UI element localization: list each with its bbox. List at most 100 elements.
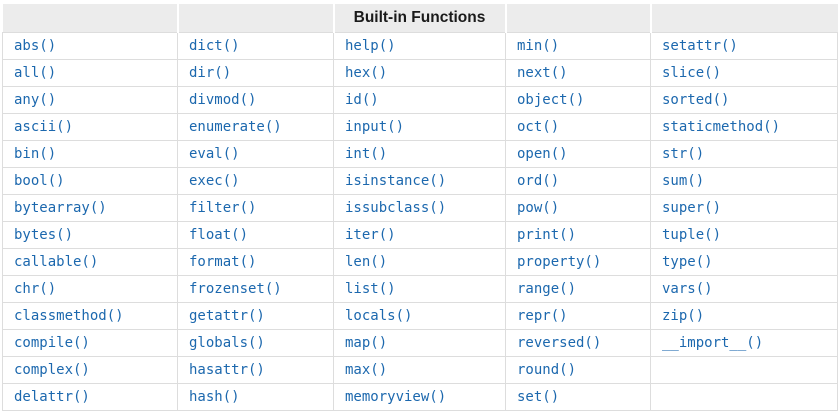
function-link[interactable]: zip(): [662, 308, 705, 324]
function-link[interactable]: hash(): [189, 389, 240, 405]
function-link[interactable]: eval(): [189, 146, 240, 162]
function-link[interactable]: id(): [345, 92, 379, 108]
function-link[interactable]: exec(): [189, 173, 240, 189]
function-link[interactable]: all(): [14, 65, 57, 81]
table-cell: max(): [333, 356, 506, 384]
function-link[interactable]: set(): [517, 389, 560, 405]
table-cell: staticmethod(): [650, 113, 838, 141]
function-link[interactable]: repr(): [517, 308, 568, 324]
table-row: bin() eval() int() open() str(): [2, 140, 838, 168]
table-row: callable() format() len() property() type(): [2, 248, 838, 276]
function-link[interactable]: dict(): [189, 38, 240, 54]
table-cell: dir(): [177, 59, 334, 87]
function-link[interactable]: sum(): [662, 173, 705, 189]
table-cell: oct(): [505, 113, 651, 141]
function-link[interactable]: reversed(): [517, 335, 602, 351]
function-link[interactable]: slice(): [662, 65, 722, 81]
function-link[interactable]: enumerate(): [189, 119, 282, 135]
function-link[interactable]: super(): [662, 200, 722, 216]
function-link[interactable]: classmethod(): [14, 308, 124, 324]
table-cell: help(): [333, 32, 506, 60]
function-link[interactable]: max(): [345, 362, 388, 378]
function-link[interactable]: __import__(): [662, 335, 764, 351]
function-link[interactable]: input(): [345, 119, 405, 135]
function-link[interactable]: open(): [517, 146, 568, 162]
table-cell: type(): [650, 248, 838, 276]
function-link[interactable]: print(): [517, 227, 577, 243]
table-cell: str(): [650, 140, 838, 168]
function-link[interactable]: type(): [662, 254, 713, 270]
function-link[interactable]: round(): [517, 362, 577, 378]
table-cell: zip(): [650, 302, 838, 330]
table-cell: globals(): [177, 329, 334, 357]
function-link[interactable]: bin(): [14, 146, 57, 162]
function-link[interactable]: filter(): [189, 200, 257, 216]
function-link[interactable]: frozenset(): [189, 281, 282, 297]
table-cell: range(): [505, 275, 651, 303]
function-link[interactable]: object(): [517, 92, 585, 108]
function-link[interactable]: ascii(): [14, 119, 74, 135]
function-link[interactable]: map(): [345, 335, 388, 351]
table-cell: round(): [505, 356, 651, 384]
function-link[interactable]: hasattr(): [189, 362, 265, 378]
function-link[interactable]: chr(): [14, 281, 57, 297]
function-link[interactable]: isinstance(): [345, 173, 447, 189]
table-cell: hex(): [333, 59, 506, 87]
function-link[interactable]: next(): [517, 65, 568, 81]
table-cell: float(): [177, 221, 334, 249]
function-link[interactable]: complex(): [14, 362, 90, 378]
function-link[interactable]: int(): [345, 146, 388, 162]
function-link[interactable]: format(): [189, 254, 257, 270]
function-link[interactable]: locals(): [345, 308, 413, 324]
function-link[interactable]: len(): [345, 254, 388, 270]
table-cell: input(): [333, 113, 506, 141]
function-link[interactable]: abs(): [14, 38, 57, 54]
function-link[interactable]: vars(): [662, 281, 713, 297]
function-link[interactable]: bytearray(): [14, 200, 107, 216]
table-cell: object(): [505, 86, 651, 114]
table-cell: vars(): [650, 275, 838, 303]
function-link[interactable]: globals(): [189, 335, 265, 351]
function-link[interactable]: callable(): [14, 254, 99, 270]
table-cell: delattr(): [2, 383, 178, 411]
function-link[interactable]: range(): [517, 281, 577, 297]
table-body: abs() dict() help() min() setattr() all() dir(…: [2, 32, 838, 411]
function-link[interactable]: float(): [189, 227, 249, 243]
table-cell: dict(): [177, 32, 334, 60]
function-link[interactable]: tuple(): [662, 227, 722, 243]
function-link[interactable]: min(): [517, 38, 560, 54]
function-link[interactable]: property(): [517, 254, 602, 270]
function-link[interactable]: bytes(): [14, 227, 74, 243]
function-link[interactable]: ord(): [517, 173, 560, 189]
function-link[interactable]: pow(): [517, 200, 560, 216]
function-link[interactable]: oct(): [517, 119, 560, 135]
function-link[interactable]: getattr(): [189, 308, 265, 324]
table-cell: tuple(): [650, 221, 838, 249]
table-cell: frozenset(): [177, 275, 334, 303]
table-cell: bytearray(): [2, 194, 178, 222]
function-link[interactable]: str(): [662, 146, 705, 162]
table-cell: bin(): [2, 140, 178, 168]
function-link[interactable]: list(): [345, 281, 396, 297]
function-link[interactable]: issubclass(): [345, 200, 447, 216]
table-cell: ascii(): [2, 113, 178, 141]
table-cell: bytes(): [2, 221, 178, 249]
function-link[interactable]: bool(): [14, 173, 65, 189]
table-cell: compile(): [2, 329, 178, 357]
function-link[interactable]: compile(): [14, 335, 90, 351]
function-link[interactable]: delattr(): [14, 389, 90, 405]
table-cell: property(): [505, 248, 651, 276]
table-cell: getattr(): [177, 302, 334, 330]
table-row: abs() dict() help() min() setattr(): [2, 32, 838, 60]
function-link[interactable]: any(): [14, 92, 57, 108]
function-link[interactable]: memoryview(): [345, 389, 447, 405]
function-link[interactable]: help(): [345, 38, 396, 54]
function-link[interactable]: dir(): [189, 65, 232, 81]
function-link[interactable]: iter(): [345, 227, 396, 243]
function-link[interactable]: sorted(): [662, 92, 730, 108]
function-link[interactable]: staticmethod(): [662, 119, 781, 135]
table-cell: issubclass(): [333, 194, 506, 222]
function-link[interactable]: hex(): [345, 65, 388, 81]
function-link[interactable]: setattr(): [662, 38, 738, 54]
function-link[interactable]: divmod(): [189, 92, 257, 108]
